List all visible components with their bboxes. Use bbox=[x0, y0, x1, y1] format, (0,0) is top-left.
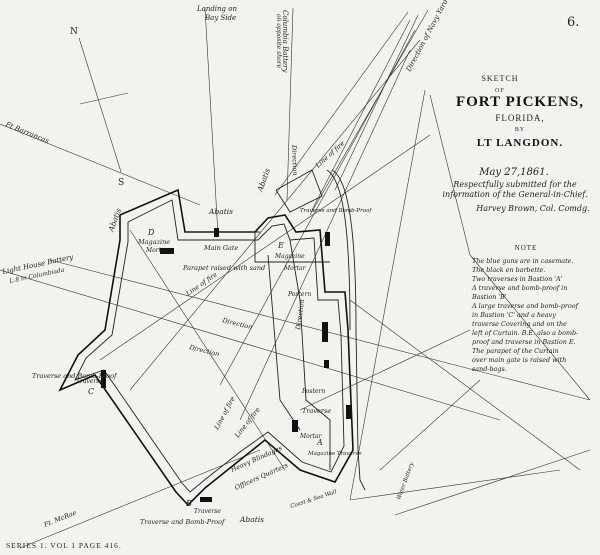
note-line: sand-bags. bbox=[472, 365, 507, 373]
note-block: NOTE The blue guns are in casemate. The … bbox=[471, 244, 580, 373]
dedication-signature: Harvey Brown, Col. Comdg. bbox=[475, 204, 589, 213]
landing-label: Landing on bbox=[196, 5, 237, 13]
dedication-line-2: information of the General-in-Chief. bbox=[443, 190, 588, 199]
magazine-e-label: Magazine bbox=[274, 253, 305, 260]
line-of-fire-label-3: Line of fire bbox=[212, 395, 237, 432]
direction-label-1: Direction bbox=[188, 343, 221, 358]
title-block: SKETCH OF FORT PICKENS, FLORIDA, BY LT L… bbox=[456, 74, 584, 149]
gun-emplacements bbox=[101, 228, 352, 502]
note-line: over main gate is raised with bbox=[472, 356, 566, 364]
note-line: proof and traverse in Bastion E. bbox=[472, 338, 576, 346]
abatis-label-1: Abatis bbox=[208, 207, 233, 216]
line-of-fire-label-2: Line of fire bbox=[184, 270, 219, 298]
title-sketch: SKETCH bbox=[481, 74, 518, 83]
note-line: A large traverse and bomb-proof bbox=[471, 302, 580, 310]
note-line: Two traverses in Bastion 'A' bbox=[472, 275, 563, 283]
compass-south-label: S bbox=[118, 178, 124, 188]
mortar-d-label: Mortar bbox=[145, 247, 169, 254]
note-line: Bastion 'B' bbox=[471, 293, 507, 301]
title-fort-name: FORT PICKENS, bbox=[456, 94, 584, 110]
mortar-e-label: Mortar bbox=[283, 265, 307, 272]
traverse-a-label: Traverse bbox=[302, 407, 331, 415]
direction-label-2: Direction bbox=[221, 316, 254, 331]
bomb-proof-e-label: Traverse and Bomb-Proof bbox=[300, 208, 372, 214]
note-line: The parapet of the Curtain bbox=[472, 347, 559, 355]
line-of-fire-label-1: Line of fire bbox=[313, 139, 346, 170]
compass-north-label: N bbox=[70, 27, 78, 37]
abatis-label-3: Abatis bbox=[239, 515, 264, 524]
dedication-block: May 27,1861. Respectfully submitted for … bbox=[443, 167, 590, 213]
water-battery-label: Water Battery bbox=[396, 461, 415, 501]
dedication-line-1: Respectfully submitted for the bbox=[452, 180, 577, 189]
magazine-traverse-label: Magazine Traverse bbox=[307, 451, 362, 457]
note-line: The black en barbette. bbox=[472, 266, 545, 274]
page-number: 6. bbox=[567, 15, 579, 30]
postern-e-label: Postern bbox=[287, 291, 311, 298]
bastion-b-label: B bbox=[185, 499, 192, 508]
note-line: in Bastion 'C' and a heavy bbox=[472, 311, 556, 319]
dedication-date: May 27,1861. bbox=[478, 167, 549, 178]
opposite-shore-label: on opposite shore bbox=[275, 14, 282, 69]
main-gate-label: Main Gate bbox=[203, 244, 239, 252]
sea-wall-label: Coast & Sea Wall bbox=[290, 489, 338, 510]
direction-label-3: Direction bbox=[290, 144, 299, 176]
postern-label: Postern bbox=[301, 388, 325, 395]
bombproof-b-label: Traverse and Bomb-Proof bbox=[140, 518, 226, 526]
title-state: FLORIDA, bbox=[495, 113, 544, 123]
bay-side-label: Bay Side bbox=[204, 14, 236, 22]
mortar-a-label: Mortar bbox=[299, 433, 323, 440]
note-line: traverse Covering and on the bbox=[472, 320, 567, 328]
bastion-d-label: D bbox=[147, 228, 155, 237]
title-by: BY bbox=[515, 127, 525, 133]
magazine-d-label: Magazine bbox=[137, 238, 170, 246]
note-line: The blue guns are in casemate. bbox=[472, 257, 573, 265]
traverse-b-label: Traverse bbox=[194, 508, 221, 515]
mc-rae-label: Ft. McRae bbox=[42, 509, 78, 530]
note-heading: NOTE bbox=[515, 244, 538, 252]
parapet-label: Parapet raised with sand bbox=[182, 264, 265, 272]
columbia-battery-label: Columbia Battery bbox=[281, 10, 289, 74]
compass-rose: N S bbox=[70, 27, 129, 188]
abatis-label-4: Abatis bbox=[255, 167, 272, 194]
footer-series: SERIES 1. VOL 1 PAGE 416. bbox=[6, 541, 122, 550]
bastion-c-label: C bbox=[88, 387, 94, 396]
bombproof-c-label: Traverse and Bomb-Proof bbox=[32, 372, 118, 380]
note-line: A traverse and bomb-proof in bbox=[471, 284, 567, 292]
line-of-fire-label-4: Line of fire bbox=[233, 406, 262, 440]
barrancas-label: Ft Barrancas bbox=[3, 120, 50, 145]
traverse-c-label: Traverse bbox=[76, 378, 103, 385]
note-line: left of Curtain. B.E. also a bomb- bbox=[472, 329, 578, 337]
title-author: LT LANGDON. bbox=[477, 137, 563, 149]
bastion-a-label: A bbox=[316, 438, 323, 447]
title-of: OF bbox=[495, 88, 505, 94]
bastion-e-label: E bbox=[277, 241, 284, 250]
